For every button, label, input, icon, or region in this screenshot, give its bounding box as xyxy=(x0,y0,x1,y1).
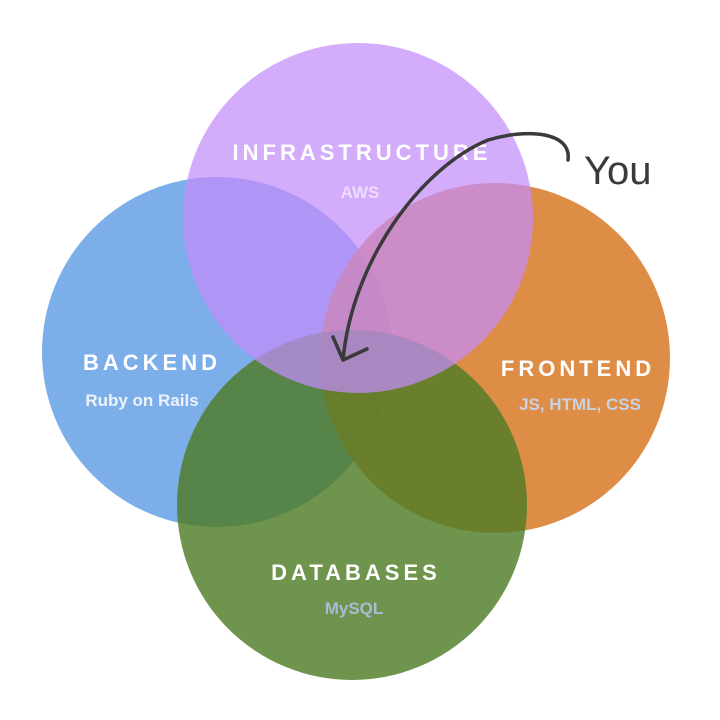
you-label: You xyxy=(584,149,652,193)
you-pointer-arrow xyxy=(341,131,570,362)
backend-title: BACKEND xyxy=(83,350,221,375)
backend-subtitle: Ruby on Rails xyxy=(85,391,198,410)
databases-circle xyxy=(177,330,527,680)
databases-title: DATABASES xyxy=(271,560,441,585)
databases-subtitle: MySQL xyxy=(325,599,384,618)
infrastructure-title: INFRASTRUCTURE xyxy=(233,140,492,165)
frontend-subtitle: JS, HTML, CSS xyxy=(519,395,641,414)
frontend-title: FRONTEND xyxy=(501,356,655,381)
arrowhead-icon xyxy=(331,335,369,362)
infrastructure-subtitle: AWS xyxy=(341,183,380,202)
infrastructure-circle xyxy=(183,43,533,393)
